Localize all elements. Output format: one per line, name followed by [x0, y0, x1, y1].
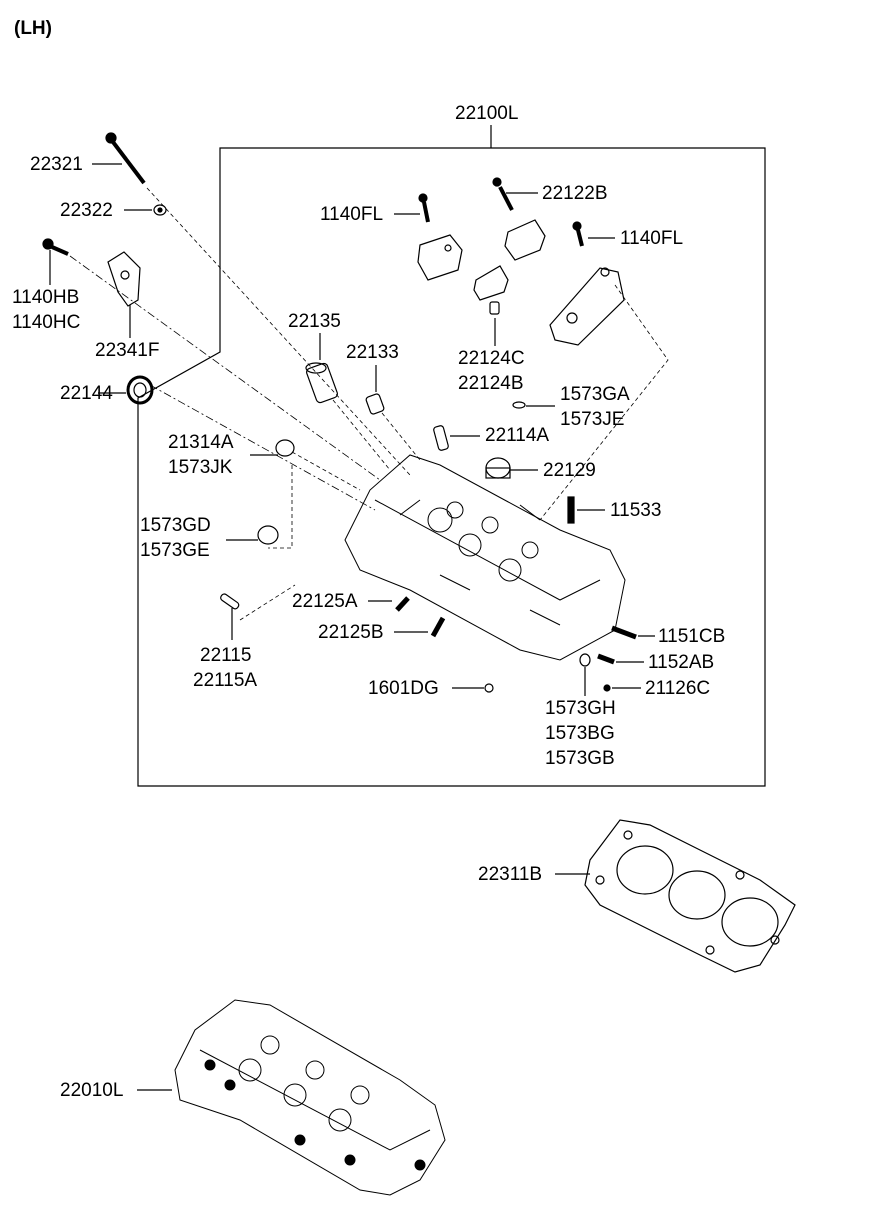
bolt-1140FL-b-icon	[572, 221, 584, 247]
cam-cap-icon	[417, 234, 463, 281]
part-label[interactable]: 1573GB	[545, 748, 615, 769]
stud-1152AB-icon	[597, 653, 615, 665]
part-label[interactable]: 1140FL	[620, 228, 684, 249]
assembly-box	[137, 147, 766, 787]
stud-1151CB-icon	[611, 625, 637, 640]
part-label[interactable]: 1140FL	[320, 204, 384, 225]
seal-22144-icon	[126, 375, 154, 405]
part-label[interactable]: 22115A	[193, 670, 258, 691]
dowel-22124C-icon	[489, 301, 500, 315]
part-label[interactable]: 22124C	[458, 348, 525, 369]
part-label[interactable]: 1151CB	[658, 626, 726, 647]
part-label[interactable]: 22129	[543, 460, 596, 481]
pin-22115-icon	[220, 593, 240, 610]
seal-1573GH-icon	[579, 653, 591, 667]
stud-22125A-icon	[395, 596, 410, 612]
part-label[interactable]: 22122B	[542, 183, 608, 204]
bolt-22122B-icon	[492, 177, 514, 211]
part-label[interactable]: 22321	[30, 154, 83, 175]
washer-22322-icon	[153, 204, 167, 216]
part-label[interactable]: 22125A	[292, 591, 358, 612]
part-label[interactable]: 22124B	[458, 373, 524, 394]
lifter-22133-icon	[365, 393, 385, 415]
bolt-22321-icon	[105, 132, 411, 476]
side-label: (LH)	[14, 18, 52, 39]
part-label[interactable]: 1573JK	[168, 457, 233, 478]
part-label[interactable]: 22114A	[485, 425, 550, 446]
part-label[interactable]: 21126C	[645, 678, 711, 699]
cam-cap-2-icon	[504, 219, 546, 261]
plug-1573GA-icon	[512, 401, 526, 409]
cam-cap-3-icon	[473, 265, 509, 301]
cam-cap-front-icon	[549, 267, 625, 346]
part-label[interactable]: 22311B	[478, 864, 543, 885]
part-label[interactable]: 21314A	[168, 432, 234, 453]
stud-11533-icon	[567, 496, 575, 524]
plug-22129-icon	[485, 457, 511, 479]
bolt-1140HB-icon	[42, 238, 69, 256]
bracket-22341F-icon	[107, 251, 141, 307]
part-label[interactable]: 22010L	[60, 1080, 124, 1101]
part-label[interactable]: 22135	[288, 311, 341, 332]
ball-1601DG-icon	[484, 683, 494, 693]
head-gasket-22311B-icon	[584, 819, 796, 973]
part-label[interactable]: 1573GH	[545, 698, 616, 719]
cylinder-head-22010L-icon	[174, 999, 446, 1196]
part-label[interactable]: 22322	[60, 200, 113, 221]
part-label[interactable]: 1573GD	[140, 515, 211, 536]
part-label[interactable]: 1573GA	[560, 384, 630, 405]
assembly-label: 22100L	[455, 103, 519, 124]
part-label[interactable]: 22115	[200, 645, 252, 666]
part-label[interactable]: 1573JE	[560, 409, 625, 430]
cylinder-head-icon	[344, 454, 626, 661]
part-label[interactable]: 22144	[60, 383, 113, 404]
part-label[interactable]: 22125B	[318, 622, 384, 643]
part-label[interactable]: 1140HB	[12, 287, 80, 308]
part-label[interactable]: 11533	[610, 500, 662, 521]
part-label[interactable]: 1152AB	[648, 652, 715, 673]
bolt-1140FL-a-icon	[418, 193, 430, 223]
guide-22114A-icon	[433, 425, 449, 451]
part-label[interactable]: 1140HC	[12, 312, 81, 333]
plug-21126C-icon	[603, 684, 611, 692]
stud-22125B-icon	[430, 616, 446, 638]
part-label[interactable]: 1573GE	[140, 540, 210, 561]
part-label[interactable]: 1601DG	[368, 678, 439, 699]
plug-1573GD-icon	[257, 525, 279, 545]
part-label[interactable]: 1573BG	[545, 723, 615, 744]
plug-21314A-icon	[275, 439, 295, 457]
part-label[interactable]: 22133	[346, 342, 399, 363]
part-label[interactable]: 22341F	[95, 340, 160, 361]
lifter-22135-icon	[305, 362, 338, 404]
